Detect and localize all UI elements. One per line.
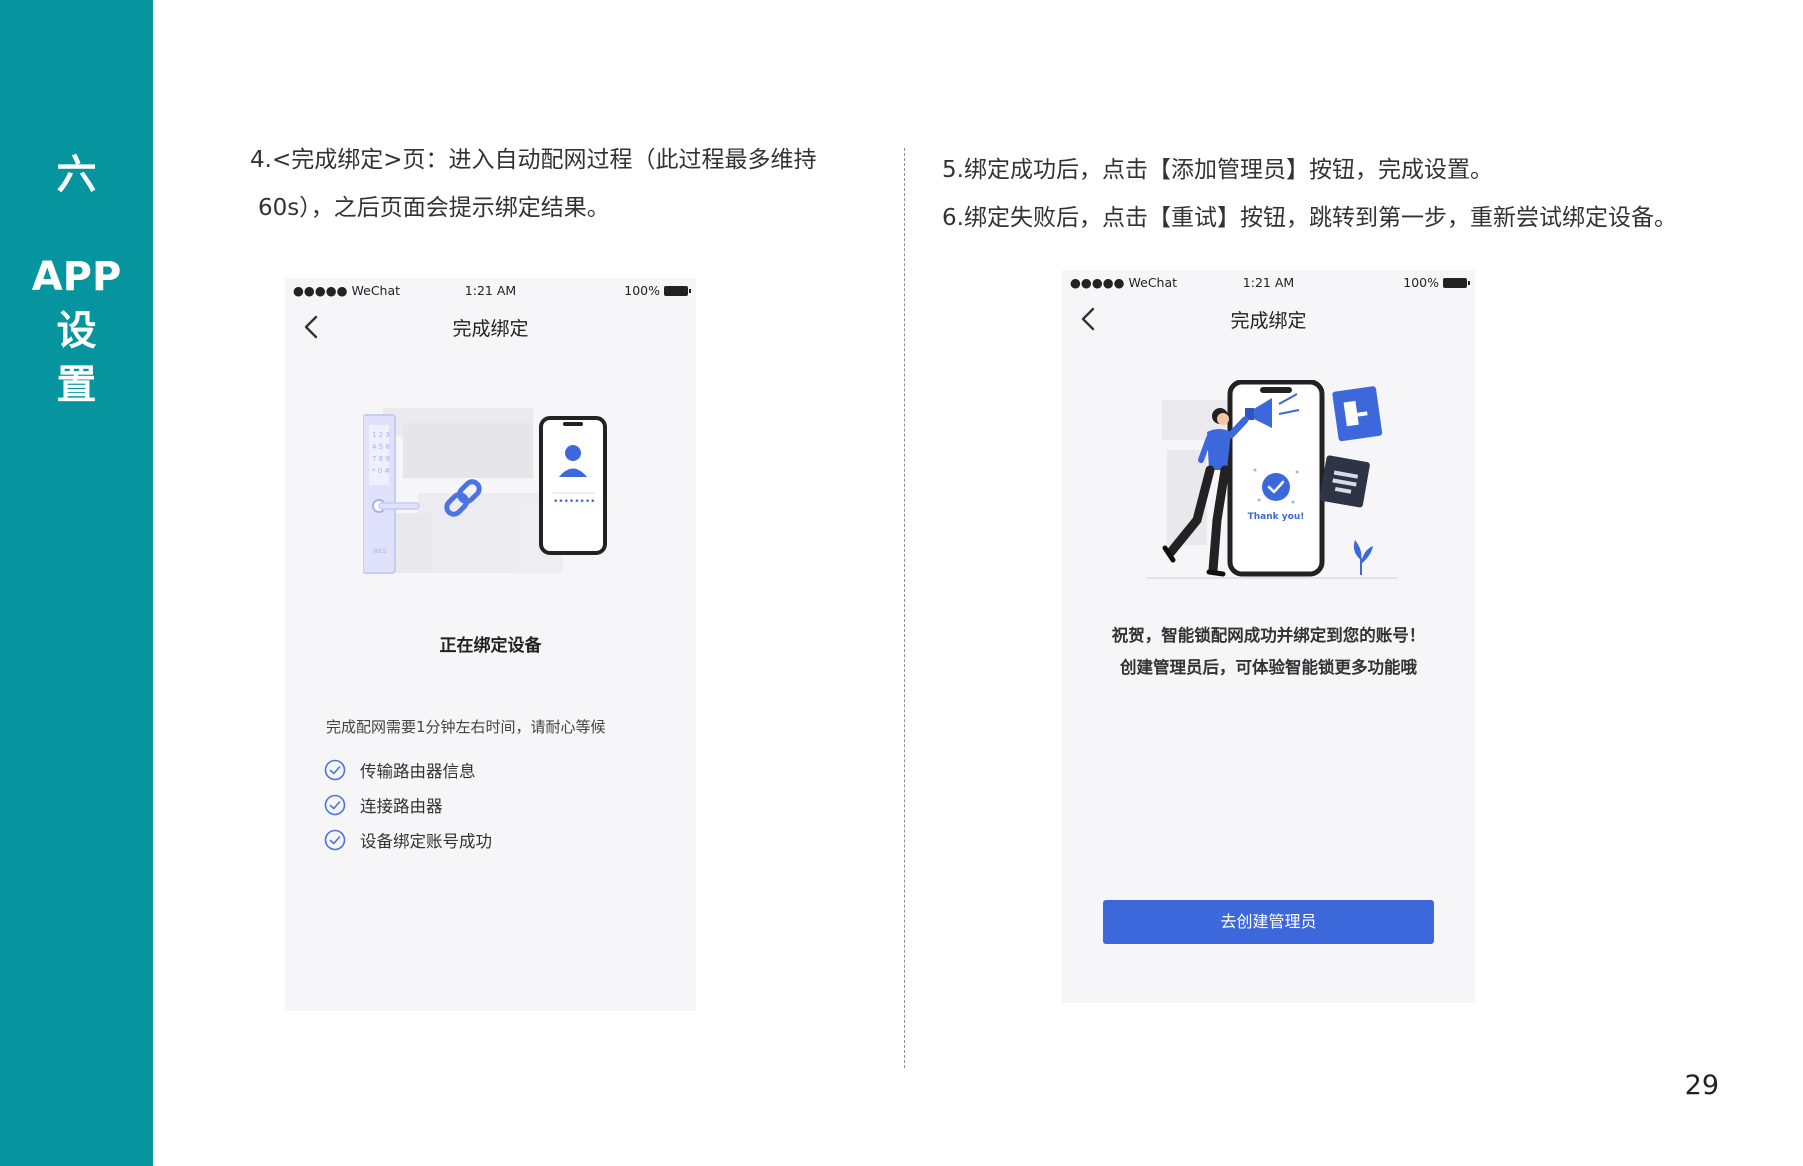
- left-instruction-line: 4.<完成绑定>页：进入自动配网过程（此过程最多维持: [250, 147, 817, 173]
- page-title: 完成绑定: [452, 318, 529, 340]
- wait-note: 完成配网需要1分钟左右时间，请耐心等候: [326, 718, 606, 736]
- success-message-line: 创建管理员后，可体验智能锁更多功能哦: [1120, 658, 1417, 677]
- check-circle-icon: [324, 794, 346, 815]
- chapter-title: APP 设 置: [0, 250, 153, 412]
- thank-you-text: Thank you!: [1248, 512, 1305, 522]
- binding-progress-screen: ●●●●● WeChat 1:21 AM 100% 完成绑定 1 2 3 4 5…: [285, 278, 696, 1011]
- binding-illustration: 1 2 3 4 5 6 7 8 9 * 0 # WES ••••••••: [363, 408, 607, 574]
- status-bar: ●●●●● WeChat 1:21 AM 100%: [1062, 270, 1475, 294]
- binding-status-title: 正在绑定设备: [439, 636, 542, 656]
- success-illustration: Thank you!: [1147, 380, 1397, 579]
- battery-icon: [664, 285, 691, 296]
- back-arrow-icon[interactable]: [1078, 306, 1100, 332]
- success-message: 祝贺，智能锁配网成功并绑定到您的账号！ 创建管理员后，可体验智能锁更多功能哦: [1062, 620, 1475, 684]
- column-divider: [904, 148, 905, 1068]
- status-time: 1:21 AM: [464, 283, 517, 298]
- chapter-sidebar: 六 APP 设 置: [0, 0, 153, 1166]
- svg-text:7 8 9: 7 8 9: [372, 455, 390, 463]
- list-item: 传输路由器信息: [324, 752, 492, 787]
- list-item: 连接路由器: [324, 787, 492, 822]
- step-label: 设备绑定账号成功: [360, 831, 492, 851]
- chapter-number: 六: [56, 152, 97, 198]
- left-instruction-line: 60s），之后页面会提示绑定结果。: [258, 195, 610, 221]
- binding-step-list: 传输路由器信息 连接路由器 设备绑定账号成功: [324, 752, 492, 857]
- page-number: 29: [1684, 1070, 1719, 1101]
- step-label: 连接路由器: [360, 796, 443, 816]
- step-label: 传输路由器信息: [360, 761, 476, 781]
- back-arrow-icon[interactable]: [301, 314, 323, 340]
- svg-text:WES: WES: [373, 548, 387, 555]
- right-instruction-line: 6.绑定失败后，点击【重试】按钮，跳转到第一步，重新尝试绑定设备。: [942, 205, 1677, 231]
- check-circle-icon: [324, 829, 346, 850]
- chapter-title-line: APP: [31, 254, 122, 300]
- battery-icon: [1443, 277, 1470, 288]
- check-circle-icon: [324, 759, 346, 780]
- create-admin-button[interactable]: 去创建管理员: [1103, 900, 1434, 944]
- right-instruction-line: 5.绑定成功后，点击【添加管理员】按钮，完成设置。: [942, 157, 1493, 183]
- battery-status: 100%: [624, 283, 691, 298]
- svg-text:1 2 3: 1 2 3: [372, 431, 390, 439]
- nav-bar: 完成绑定: [285, 306, 696, 346]
- svg-text:* 0 #: * 0 #: [372, 467, 390, 475]
- svg-text:••••••••: ••••••••: [553, 497, 595, 507]
- carrier-label: ●●●●● WeChat: [1070, 275, 1178, 290]
- right-instruction: 5.绑定成功后，点击【添加管理员】按钮，完成设置。 6.绑定失败后，点击【重试】…: [942, 146, 1792, 242]
- carrier-label: ●●●●● WeChat: [293, 283, 401, 298]
- chapter-title-line: 置: [56, 362, 97, 408]
- svg-text:4 5 6: 4 5 6: [372, 443, 390, 451]
- left-instruction: 4.<完成绑定>页：进入自动配网过程（此过程最多维持 60s），之后页面会提示绑…: [250, 136, 870, 232]
- success-message-line: 祝贺，智能锁配网成功并绑定到您的账号！: [1111, 626, 1426, 645]
- status-time: 1:21 AM: [1242, 275, 1295, 290]
- binding-success-screen: ●●●●● WeChat 1:21 AM 100% 完成绑定 Th: [1062, 270, 1475, 1003]
- battery-status: 100%: [1403, 275, 1470, 290]
- list-item: 设备绑定账号成功: [324, 822, 492, 857]
- status-bar: ●●●●● WeChat 1:21 AM 100%: [285, 278, 696, 302]
- battery-label: 100%: [624, 283, 660, 298]
- battery-label: 100%: [1403, 275, 1439, 290]
- chapter-title-line: 设: [56, 308, 97, 354]
- page-title: 完成绑定: [1230, 310, 1307, 332]
- nav-bar: 完成绑定: [1062, 298, 1475, 338]
